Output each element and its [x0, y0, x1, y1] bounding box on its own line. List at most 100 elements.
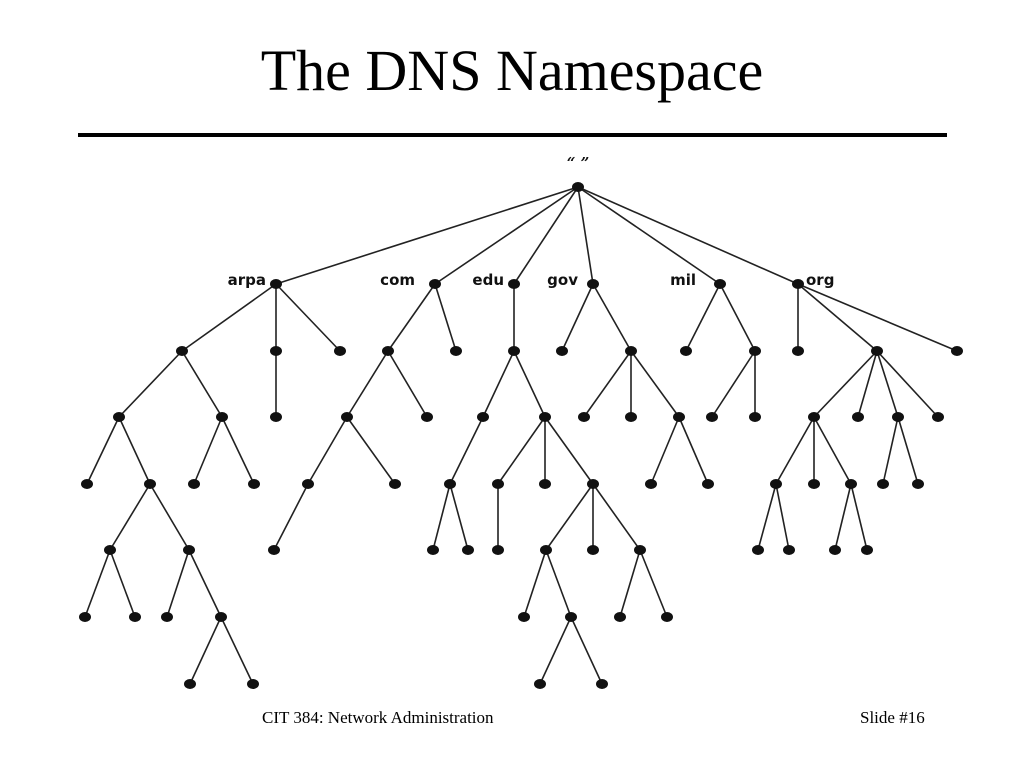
tree-edge [719, 283, 756, 352]
tree-edge [577, 186, 594, 285]
tree-edge [432, 483, 451, 551]
tree-edge [449, 416, 484, 485]
tree-edge [275, 283, 341, 352]
tree-node [749, 412, 761, 422]
tree-edge [449, 483, 469, 551]
tld-label-com: com [380, 271, 415, 289]
tree-edge [630, 350, 680, 418]
tld-label-mil: mil [670, 271, 696, 289]
slide-title: The DNS Namespace [260, 38, 764, 103]
tree-edge [86, 416, 120, 485]
tree-node [216, 412, 228, 422]
tree-edge [561, 283, 594, 352]
tree-node [270, 412, 282, 422]
tree-node [477, 412, 489, 422]
tree-edge [876, 350, 899, 418]
tree-node [268, 545, 280, 555]
tree-node [792, 279, 804, 289]
tree-node [661, 612, 673, 622]
tree-node [932, 412, 944, 422]
tree-node [104, 545, 116, 555]
tree-node [188, 479, 200, 489]
tree-edge [797, 283, 878, 352]
tree-node [673, 412, 685, 422]
tld-label-edu: edu [472, 271, 504, 289]
tree-node [429, 279, 441, 289]
tree-edge [434, 283, 457, 352]
tree-node [247, 679, 259, 689]
tree-node [539, 412, 551, 422]
tree-edge [850, 483, 868, 551]
root-label: “ ” [567, 154, 589, 172]
tree-edge [876, 350, 939, 418]
tree-node [749, 346, 761, 356]
tree-node [951, 346, 963, 356]
tree-node [450, 346, 462, 356]
tree-node [215, 612, 227, 622]
tree-node [79, 612, 91, 622]
tree-edge [181, 350, 223, 418]
tree-node [912, 479, 924, 489]
tree-edge [307, 416, 348, 485]
tree-node [680, 346, 692, 356]
tree-edge [583, 350, 632, 418]
tree-node [184, 679, 196, 689]
tree-node [539, 479, 551, 489]
tree-node [270, 346, 282, 356]
tree-node [462, 545, 474, 555]
tree-node [625, 412, 637, 422]
tree-edge [577, 186, 799, 285]
tree-node [783, 545, 795, 555]
tree-edge [387, 350, 428, 418]
tree-edge [346, 416, 396, 485]
tree-node [596, 679, 608, 689]
tld-label-arpa: arpa [228, 271, 266, 289]
tree-edge [545, 549, 572, 618]
tree-node [444, 479, 456, 489]
tree-node [770, 479, 782, 489]
tree-edge [857, 350, 878, 418]
tree-node [808, 479, 820, 489]
tree-node [341, 412, 353, 422]
tree-edge [513, 350, 546, 418]
tree-edge [639, 549, 668, 618]
tree-edge [619, 549, 641, 618]
tree-node [587, 479, 599, 489]
tree-node [389, 479, 401, 489]
footer-slide-number: Slide #16 [860, 708, 925, 727]
tree-node [427, 545, 439, 555]
tree-node [421, 412, 433, 422]
tree-edge [897, 416, 919, 485]
tree-edge [711, 350, 756, 418]
tree-node [334, 346, 346, 356]
tree-edge [544, 416, 594, 485]
tree-node [161, 612, 173, 622]
tld-label-org: org [806, 271, 834, 289]
tree-edge [678, 416, 709, 485]
tree-edge [166, 549, 190, 618]
tree-node [845, 479, 857, 489]
tree-edge [650, 416, 680, 485]
tree-node [492, 479, 504, 489]
tree-edge [775, 483, 790, 551]
tree-edge [813, 350, 878, 418]
tree-edge [545, 483, 594, 551]
tree-edge [834, 483, 852, 551]
tree-node [587, 279, 599, 289]
tree-edge [497, 416, 546, 485]
tree-edge [220, 616, 254, 685]
tree-edge [482, 350, 515, 418]
tree-node [508, 279, 520, 289]
tree-node [144, 479, 156, 489]
tree-edge [273, 483, 309, 551]
tree-edge [188, 549, 222, 618]
tree-edge [434, 186, 579, 285]
tree-node [129, 612, 141, 622]
tree-edge [813, 416, 852, 485]
footer-course: CIT 384: Network Administration [262, 708, 494, 727]
title-rule [78, 133, 947, 137]
tree-node [829, 545, 841, 555]
root-node [572, 182, 584, 192]
tree-node [852, 412, 864, 422]
tree-edge [118, 350, 183, 418]
